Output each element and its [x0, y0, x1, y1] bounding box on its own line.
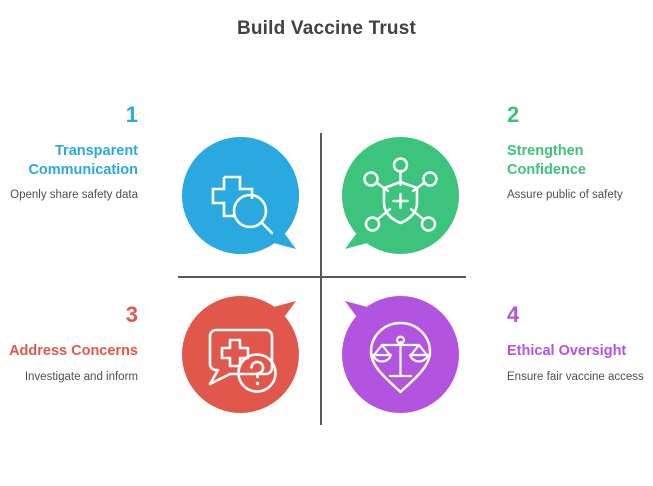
quadrant-1-icon-bubble[interactable]: [178, 133, 303, 258]
quadrant-1-title: Transparent Communication: [28, 143, 138, 178]
quadrant-4-description: Ensure fair vaccine access: [507, 370, 644, 383]
quadrant-2-title: Strengthen Confidence: [507, 143, 586, 178]
divider-horizontal: [178, 276, 466, 278]
quadrant-3-icon-bubble[interactable]: [178, 292, 303, 417]
quadrant-3-description: Investigate and inform: [24, 370, 138, 383]
quadrant-3-text: 3 Address Concerns Investigate and infor…: [0, 303, 150, 385]
shield-network-speech-bubble-icon: [342, 137, 459, 254]
scales-pin-speech-bubble-icon: [342, 296, 459, 413]
quadrant-3-title: Address Concerns: [9, 343, 138, 360]
cross-magnifier-speech-bubble-icon: [182, 137, 299, 254]
quadrant-1-number: 1: [125, 102, 138, 127]
page-title: Build Vaccine Trust: [236, 18, 417, 39]
quadrant-4-title: Ethical Oversight: [507, 343, 627, 360]
quadrant-3-number: 3: [125, 302, 138, 327]
quadrant-4-icon-bubble[interactable]: [338, 292, 463, 417]
quadrant-1-text: 1 Transparent Communication Openly share…: [0, 103, 150, 204]
quadrant-2-text: 2 Strengthen Confidence Assure public of…: [503, 103, 653, 204]
quadrant-2-description: Assure public of safety: [507, 189, 623, 202]
quadrant-4-text: 4 Ethical Oversight Ensure fair vaccine …: [503, 303, 653, 385]
quadrant-2-number: 2: [507, 102, 520, 127]
question-chat-cross-speech-bubble-icon: [182, 296, 299, 413]
quadrant-1-description: Openly share safety data: [10, 189, 138, 202]
quadrant-4-number: 4: [507, 302, 520, 327]
quadrant-2-icon-bubble[interactable]: [338, 133, 463, 258]
divider-vertical: [320, 133, 322, 425]
